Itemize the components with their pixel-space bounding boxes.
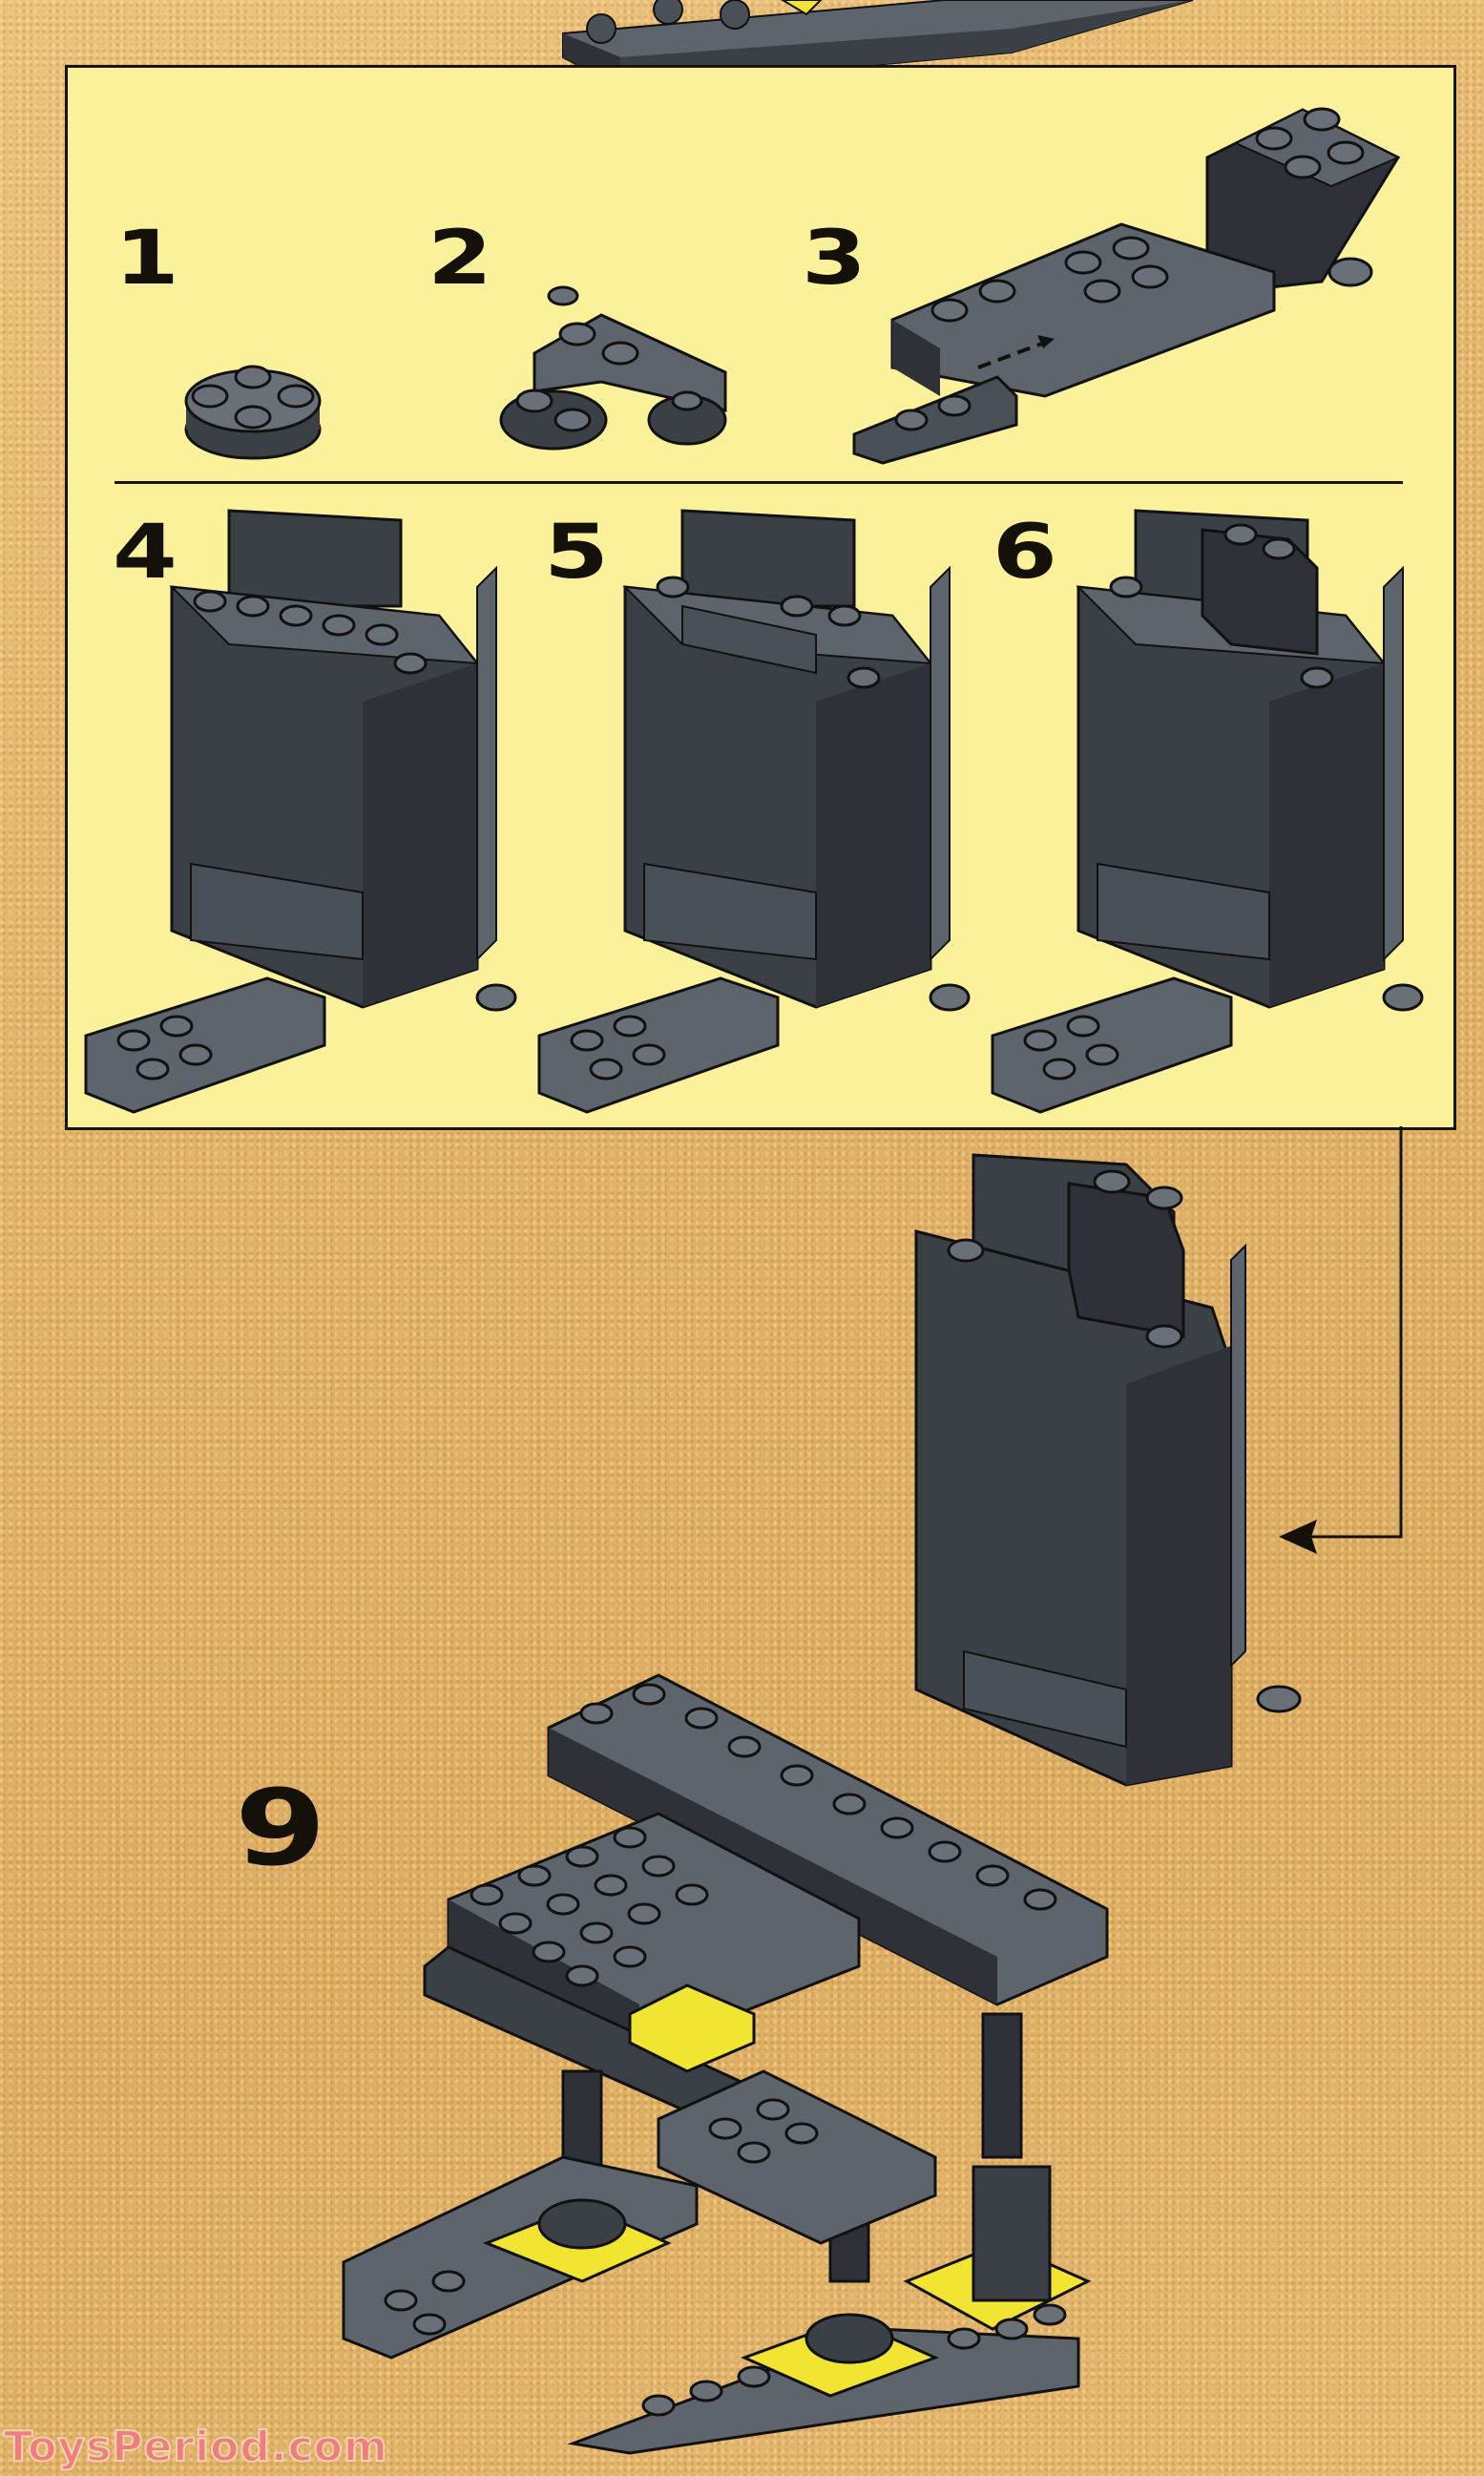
step-5-cockpit-illustration bbox=[537, 509, 971, 1114]
step-4-cockpit-illustration bbox=[84, 509, 517, 1114]
step-3-hinge-assembly-illustration bbox=[852, 107, 1401, 465]
main-walker-body-illustration bbox=[342, 1673, 1109, 2455]
step-2-hinge-plate-illustration bbox=[499, 285, 727, 451]
step-1-round-plate-illustration bbox=[184, 365, 322, 460]
step-number-4: 4 bbox=[113, 510, 178, 596]
main-cockpit-illustration bbox=[914, 1153, 1302, 1787]
watermark: ToysPeriod.com bbox=[3, 2422, 388, 2472]
connector-arrow-icon bbox=[1279, 1126, 1403, 1554]
step-number-2: 2 bbox=[428, 216, 492, 302]
step-number-1: 1 bbox=[115, 216, 179, 302]
step-number-3: 3 bbox=[802, 216, 867, 302]
step-number-9: 9 bbox=[235, 1767, 326, 1889]
step-number-6: 6 bbox=[993, 510, 1057, 596]
step-6-cockpit-illustration bbox=[991, 509, 1424, 1114]
panel-row-divider bbox=[115, 481, 1403, 484]
step-number-5: 5 bbox=[544, 510, 609, 596]
